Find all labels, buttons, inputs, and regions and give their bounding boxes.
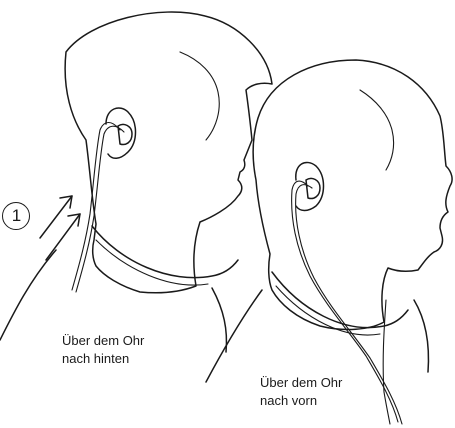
collar-right: [271, 271, 409, 329]
cable-right-b: [295, 184, 403, 425]
hairline-left: [179, 51, 220, 141]
head-outline-right: [252, 59, 453, 331]
step-arrows: [39, 195, 81, 261]
cable-right-c: [382, 299, 391, 425]
collar-right-inner: [275, 285, 381, 336]
label-behind-ear-line2: nach hinten: [62, 351, 130, 366]
shoulder-left: [0, 249, 57, 341]
figure-front-ear: [205, 59, 453, 425]
ear-right: [295, 161, 325, 212]
figure-behind-ear: [0, 11, 273, 353]
label-front-ear-line2: nach vorn: [260, 393, 318, 408]
torso-right: [413, 299, 430, 373]
label-front-ear: Über dem Ohr nach vorn: [260, 374, 342, 410]
earphone-right: [305, 177, 321, 200]
step-number: 1: [11, 206, 22, 225]
cable-left-b: [75, 125, 125, 293]
shoulder-right: [205, 289, 263, 383]
collar-left-inner: [95, 239, 209, 286]
label-front-ear-line1: Über dem Ohr: [260, 375, 343, 390]
ear-left: [105, 107, 137, 159]
arrow-lower-head: [67, 213, 81, 227]
earphone-left: [117, 123, 133, 146]
arrow-upper: [39, 195, 73, 239]
collar-left: [91, 225, 239, 279]
arrow-lower: [45, 213, 81, 261]
cable-right-a: [291, 180, 399, 423]
label-behind-ear-line1: Über dem Ohr: [62, 333, 145, 348]
step-circle: [2, 202, 30, 230]
step-number-marker: 1: [2, 202, 32, 232]
label-behind-ear: Über dem Ohr nach hinten: [62, 332, 144, 368]
hairline-right: [359, 89, 395, 171]
cable-left-a: [71, 121, 121, 291]
arrow-upper-head: [59, 195, 73, 209]
torso-left: [211, 287, 228, 353]
